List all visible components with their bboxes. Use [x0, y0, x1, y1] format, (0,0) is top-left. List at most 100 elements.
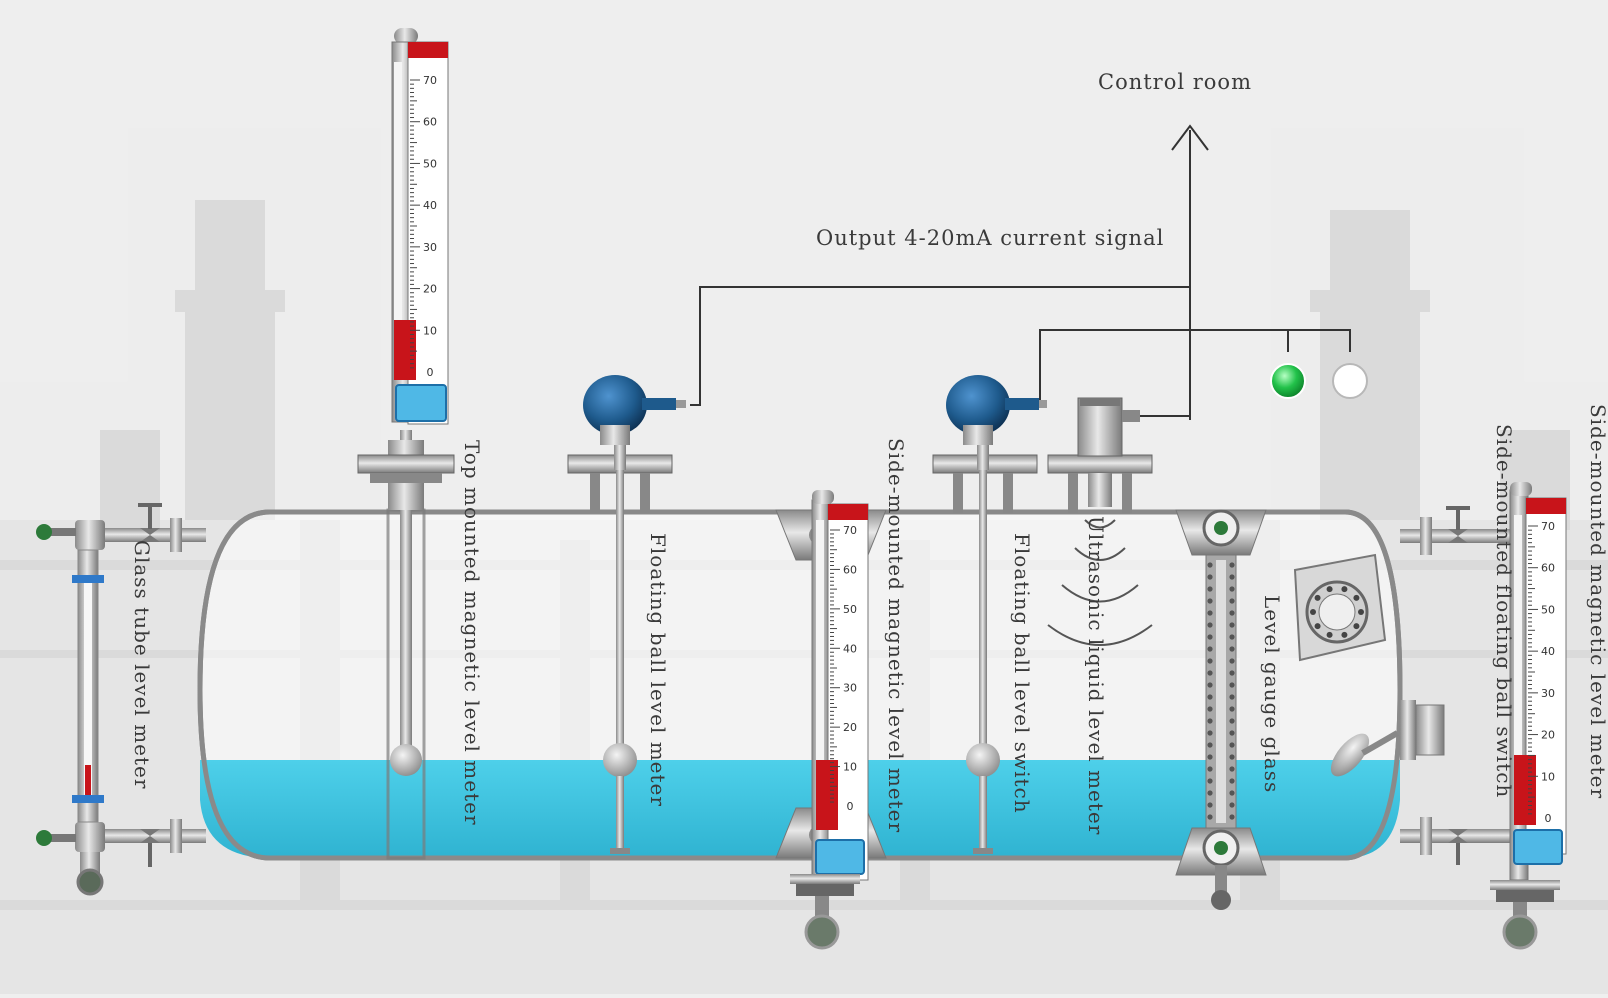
gauge-bolt [1207, 646, 1213, 652]
flange-bolt [1314, 594, 1321, 601]
control-room-label: Control room [1098, 70, 1252, 94]
side-mounted-switch-label: Side-mounted floating ball switch [1492, 424, 1516, 799]
gauge-bolt [1207, 754, 1213, 760]
gauge-bolt [1207, 766, 1213, 772]
gauge-bolt [1229, 598, 1235, 604]
top-meter-tick-label: 70 [423, 74, 437, 87]
gauge-bolt [1229, 574, 1235, 580]
gauge-bolt [1207, 610, 1213, 616]
gauge-bolt [1207, 706, 1213, 712]
gauge-bolt [1207, 562, 1213, 568]
gauge-bolt [1229, 658, 1235, 664]
side-right-red-level [1520, 755, 1536, 825]
flange-bolt [1358, 609, 1364, 615]
floating-ball-level-switch [932, 375, 1047, 854]
signal-wiring [690, 124, 1351, 420]
flange-bolt [1341, 631, 1348, 638]
top-meter-red-level [402, 320, 416, 380]
flange-bolt [1326, 631, 1333, 638]
top-meter-tick-label: 10 [423, 324, 437, 337]
gauge-bolt [1207, 718, 1213, 724]
side-right-meter-tick-label: 30 [1541, 687, 1555, 700]
gauge-bolt [1229, 610, 1235, 616]
gauge-bolt [1229, 718, 1235, 724]
top-meter-tick-label: 30 [423, 241, 437, 254]
gauge-bolt [1207, 694, 1213, 700]
side-right-meter-tick-label: 50 [1541, 603, 1555, 616]
side-mounted-center-label: Side-mounted magnetic level meter [884, 438, 908, 834]
gauge-bolt [1229, 706, 1235, 712]
level-gauge-glass-label: Level gauge glass [1260, 595, 1284, 794]
side-center-meter-tick-label: 70 [843, 524, 857, 537]
gauge-bolt [1207, 598, 1213, 604]
flange-bolt [1353, 594, 1360, 601]
gauge-bolt [1229, 562, 1235, 568]
side-right-meter-tick-label: 0 [1545, 812, 1552, 825]
gauge-bolt [1207, 742, 1213, 748]
flange-bolt [1326, 586, 1333, 593]
gauge-bolt [1229, 694, 1235, 700]
gauge-bolt [1229, 634, 1235, 640]
gauge-bolt [1229, 586, 1235, 592]
gauge-bolt [1207, 802, 1213, 808]
gauge-bolt [1207, 730, 1213, 736]
ultrasonic-wave-icon [1047, 519, 1153, 646]
gauge-bolt [1229, 730, 1235, 736]
side-right-meter-tick-label: 10 [1541, 770, 1555, 783]
side-right-meter-tick-label: 40 [1541, 645, 1555, 658]
glass-tube-label: Glass tube level meter [130, 540, 154, 790]
gauge-bolt [1229, 682, 1235, 688]
ultrasonic-label: Ultrasonic liquid level meter [1084, 516, 1108, 836]
side-center-meter-tick-label: 0 [847, 800, 854, 813]
gauge-bolt [1229, 742, 1235, 748]
level-gauge-glass [1175, 509, 1267, 910]
side-mounted-magnetic-level-meter-right: 70 60 50 40 30 20 10 0 [1400, 482, 1567, 950]
gauge-bolt [1229, 790, 1235, 796]
green-indicator-lamp [1270, 363, 1306, 399]
side-center-meter-tick-label: 10 [843, 761, 857, 774]
side-right-meter-tick-label: 60 [1541, 562, 1555, 575]
gauge-bolt [1207, 586, 1213, 592]
flange-bolt [1341, 586, 1348, 593]
gauge-bolt [1229, 670, 1235, 676]
top-mounted-label: Top mounted magnetic level meter [460, 440, 484, 826]
side-right-meter-tick-label: 20 [1541, 729, 1555, 742]
gauge-bolt [1207, 814, 1213, 820]
gauge-bolt [1207, 658, 1213, 664]
gauge-bolt [1229, 814, 1235, 820]
side-center-red-level [822, 760, 838, 830]
ultrasonic-liquid-level-meter [1047, 397, 1153, 646]
gauge-bolt [1229, 646, 1235, 652]
gauge-bolt [1207, 790, 1213, 796]
output-signal-label: Output 4-20mA current signal [816, 226, 1165, 250]
glass-tube-level-meter [36, 503, 206, 896]
glass-tube-red-level [85, 765, 91, 795]
top-meter-tick-label: 0 [427, 366, 434, 379]
gauge-bolt [1229, 802, 1235, 808]
floating-ball-level-meter [567, 375, 686, 854]
side-center-meter-tick-label: 50 [843, 603, 857, 616]
flange-bolt [1353, 623, 1360, 630]
gauge-bolt [1229, 754, 1235, 760]
top-meter-tick-label: 40 [423, 199, 437, 212]
gauge-bolt [1207, 574, 1213, 580]
floating-ball-meter-label: Floating ball level meter [646, 533, 670, 807]
gauge-bolt [1207, 682, 1213, 688]
top-meter-tick-label: 50 [423, 157, 437, 170]
flange-bolt [1310, 609, 1316, 615]
top-meter-tick-label: 60 [423, 116, 437, 129]
gauge-bolt [1207, 634, 1213, 640]
side-mounted-right-label: Side-mounted magnetic level meter [1586, 404, 1608, 800]
white-indicator-lamp [1332, 363, 1368, 399]
top-meter-tick-label: 20 [423, 283, 437, 296]
floating-ball-switch-label: Floating ball level switch [1010, 533, 1034, 814]
gauge-bolt [1207, 622, 1213, 628]
side-right-meter-tick-label: 70 [1541, 520, 1555, 533]
gauge-bolt [1229, 766, 1235, 772]
side-center-meter-tick-label: 60 [843, 563, 857, 576]
gauge-bolt [1207, 778, 1213, 784]
side-center-meter-tick-label: 40 [843, 642, 857, 655]
